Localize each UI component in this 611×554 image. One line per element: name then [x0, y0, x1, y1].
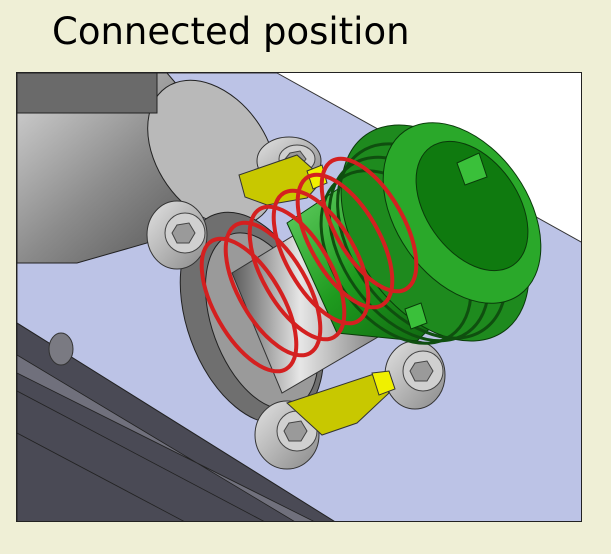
spring — [199, 156, 419, 374]
assembly-figure — [16, 72, 582, 522]
plate-edge — [17, 354, 314, 521]
green-coupler — [286, 122, 542, 345]
bolt-left — [146, 200, 208, 270]
plate-side-face — [17, 322, 335, 521]
bolt-bottom-right — [384, 340, 446, 410]
assembly-drawing — [17, 73, 581, 521]
page-title: Connected position — [52, 10, 410, 53]
bracket-bottom — [286, 370, 396, 436]
plate-hole — [48, 332, 74, 366]
